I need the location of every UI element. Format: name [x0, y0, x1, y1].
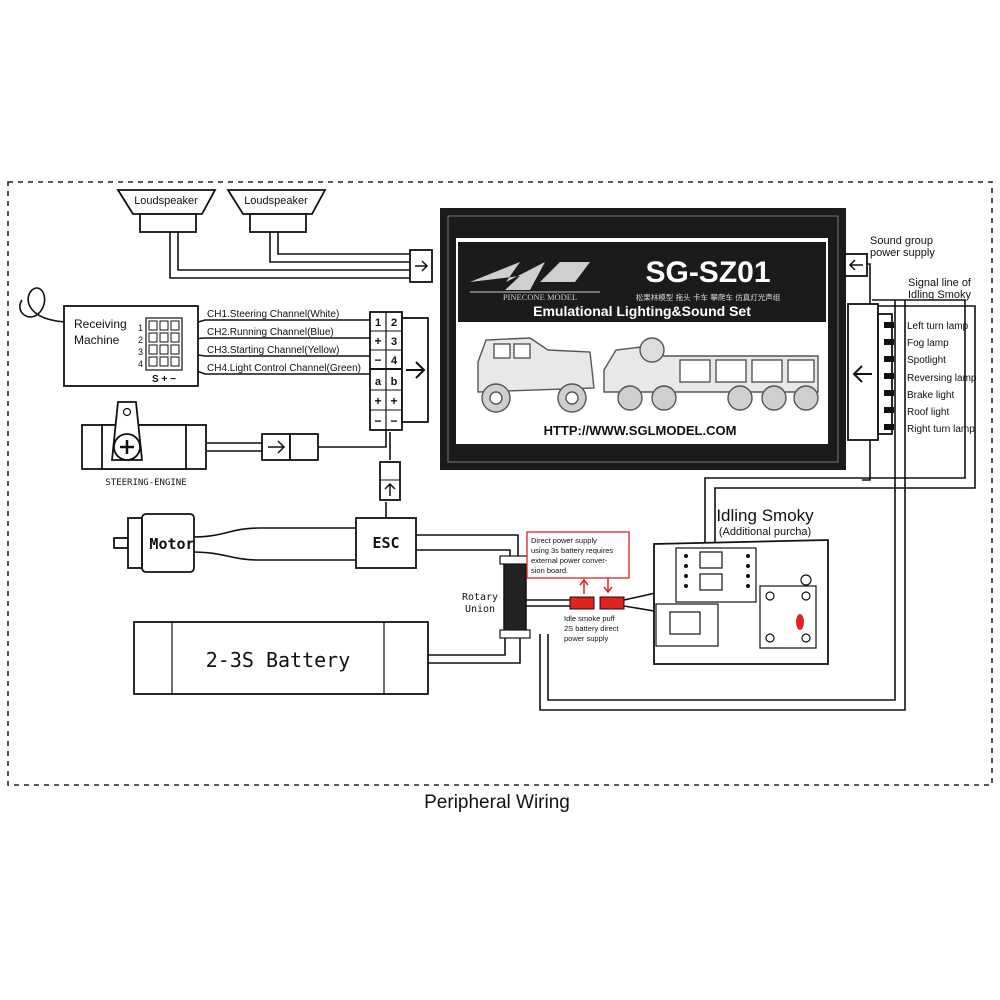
sound-power-plug — [844, 253, 868, 277]
power-note: Direct power supply using 3s battery req… — [526, 531, 630, 579]
loudspeaker-label: Loudspeaker — [134, 195, 198, 207]
steering-engine: STEERING-ENGINE — [81, 401, 207, 488]
esc-plug — [379, 461, 401, 501]
model-title: SG-SZ01 — [645, 256, 770, 289]
motor-label: Motor — [149, 535, 194, 553]
rotary-union: Rotary Union — [462, 555, 531, 639]
lamp-left-turn: Left turn lamp — [907, 321, 969, 332]
power-note-line-2: using 3s battery requires — [531, 546, 613, 555]
module-subtitle: Emulational Lighting&Sound Set — [533, 303, 751, 319]
connector-block: 1 2 + 3 − 4 a b + + − − — [369, 311, 429, 431]
steering-plug — [261, 433, 319, 461]
esc-label: ESC — [372, 534, 399, 552]
smoke-puff-plug — [569, 578, 625, 610]
pin-4: 4 — [391, 355, 398, 367]
signal-line-label-1: Signal line of — [908, 277, 972, 289]
puff-note-line-1: Idle smoke puff — [564, 614, 616, 623]
lamp-connector — [847, 303, 894, 441]
pin-minus-a: − — [374, 414, 381, 428]
dashed-frame — [7, 181, 993, 786]
idling-subtitle: (Additional purcha) — [719, 526, 811, 538]
receiver-polarity: S + − — [152, 374, 176, 385]
rotary-union-label-1: Rotary — [462, 592, 498, 603]
channel-labels: CH1.Steering Channel(White) CH2.Running … — [207, 309, 361, 374]
puff-note-line-2: 2S battery direct — [564, 624, 620, 633]
brand-label: PINECONE MODEL — [503, 292, 577, 302]
idling-smoky-board — [653, 539, 829, 665]
military-truck-icon — [603, 337, 819, 411]
lamp-list: Left turn lamp Fog lamp Spotlight Revers… — [907, 321, 977, 435]
lamp-spotlight: Spotlight — [907, 355, 946, 366]
lamp-right-turn: Right turn lamp — [907, 424, 975, 435]
cn-subtitle: 松果林模型 拖头 卡车 攀爬车 仿真灯光声组 — [636, 292, 781, 302]
signal-line-label-2: Idling Smoky — [908, 289, 971, 301]
speaker-plug — [409, 249, 433, 283]
pin-plus-b: + — [390, 394, 397, 408]
footer-caption: Peripheral Wiring — [424, 792, 570, 813]
puff-note-line-3: power supply — [564, 634, 608, 643]
receiver-pin-3: 3 — [138, 347, 143, 357]
pin-b: b — [391, 376, 398, 388]
motor: Motor — [113, 513, 195, 573]
channel-label-2: CH2.Running Channel(Blue) — [207, 327, 334, 338]
receiver-label-2: Machine — [74, 333, 120, 347]
loudspeaker-right: Loudspeaker — [226, 189, 327, 233]
pin-a: a — [375, 376, 382, 388]
esc: ESC — [355, 517, 417, 569]
lamp-brake: Brake light — [907, 390, 954, 401]
offroad-truck-icon — [477, 337, 595, 413]
sound-power-label-2: power supply — [870, 247, 935, 259]
receiver-pin-1: 1 — [138, 323, 143, 333]
pin-1: 1 — [375, 317, 381, 329]
sg-logo-icon — [470, 262, 600, 293]
power-note-line-3: external power conver- — [531, 556, 608, 565]
battery-label: 2-3S Battery — [206, 648, 351, 672]
receiver-pin-2: 2 — [138, 335, 143, 345]
loudspeaker-left: Loudspeaker — [116, 189, 217, 233]
puff-note: Idle smoke puff 2S battery direct power … — [564, 614, 620, 643]
pin-3: 3 — [391, 336, 397, 348]
receiver-label-1: Receiving — [74, 317, 127, 331]
loudspeaker-label: Loudspeaker — [244, 195, 308, 207]
channel-label-3: CH3.Starting Channel(Yellow) — [207, 345, 339, 356]
idling-title: Idling Smoky — [716, 506, 814, 525]
battery: 2-3S Battery — [133, 621, 429, 695]
pin-plus-a: + — [374, 394, 381, 408]
module-url: HTTP://WWW.SGLMODEL.COM — [544, 423, 737, 438]
receiver: Receiving Machine 1 2 3 4 S + − — [63, 305, 199, 387]
pin-minus: − — [374, 353, 381, 367]
steering-engine-label: STEERING-ENGINE — [105, 478, 186, 488]
rotary-union-label-2: Union — [465, 604, 495, 615]
sound-power-label-1: Sound group — [870, 235, 933, 247]
receiver-pin-4: 4 — [138, 359, 143, 369]
pin-2: 2 — [391, 317, 397, 329]
lamp-reversing: Reversing lamp — [907, 373, 977, 384]
pin-plus: + — [374, 334, 381, 348]
lamp-roof: Roof light — [907, 407, 949, 418]
receiver-pin-grid — [145, 317, 183, 371]
channel-label-4: CH4.Light Control Channel(Green) — [207, 363, 361, 374]
pin-minus-b: − — [390, 414, 397, 428]
power-note-line-1: Direct power supply — [531, 536, 597, 545]
lamp-fog: Fog lamp — [907, 338, 949, 349]
power-note-line-4: sion board. — [531, 566, 568, 575]
sound-module: PINECONE MODEL SG-SZ01 松果林模型 拖头 卡车 攀爬车 仿… — [440, 208, 846, 470]
channel-label-1: CH1.Steering Channel(White) — [207, 309, 339, 320]
